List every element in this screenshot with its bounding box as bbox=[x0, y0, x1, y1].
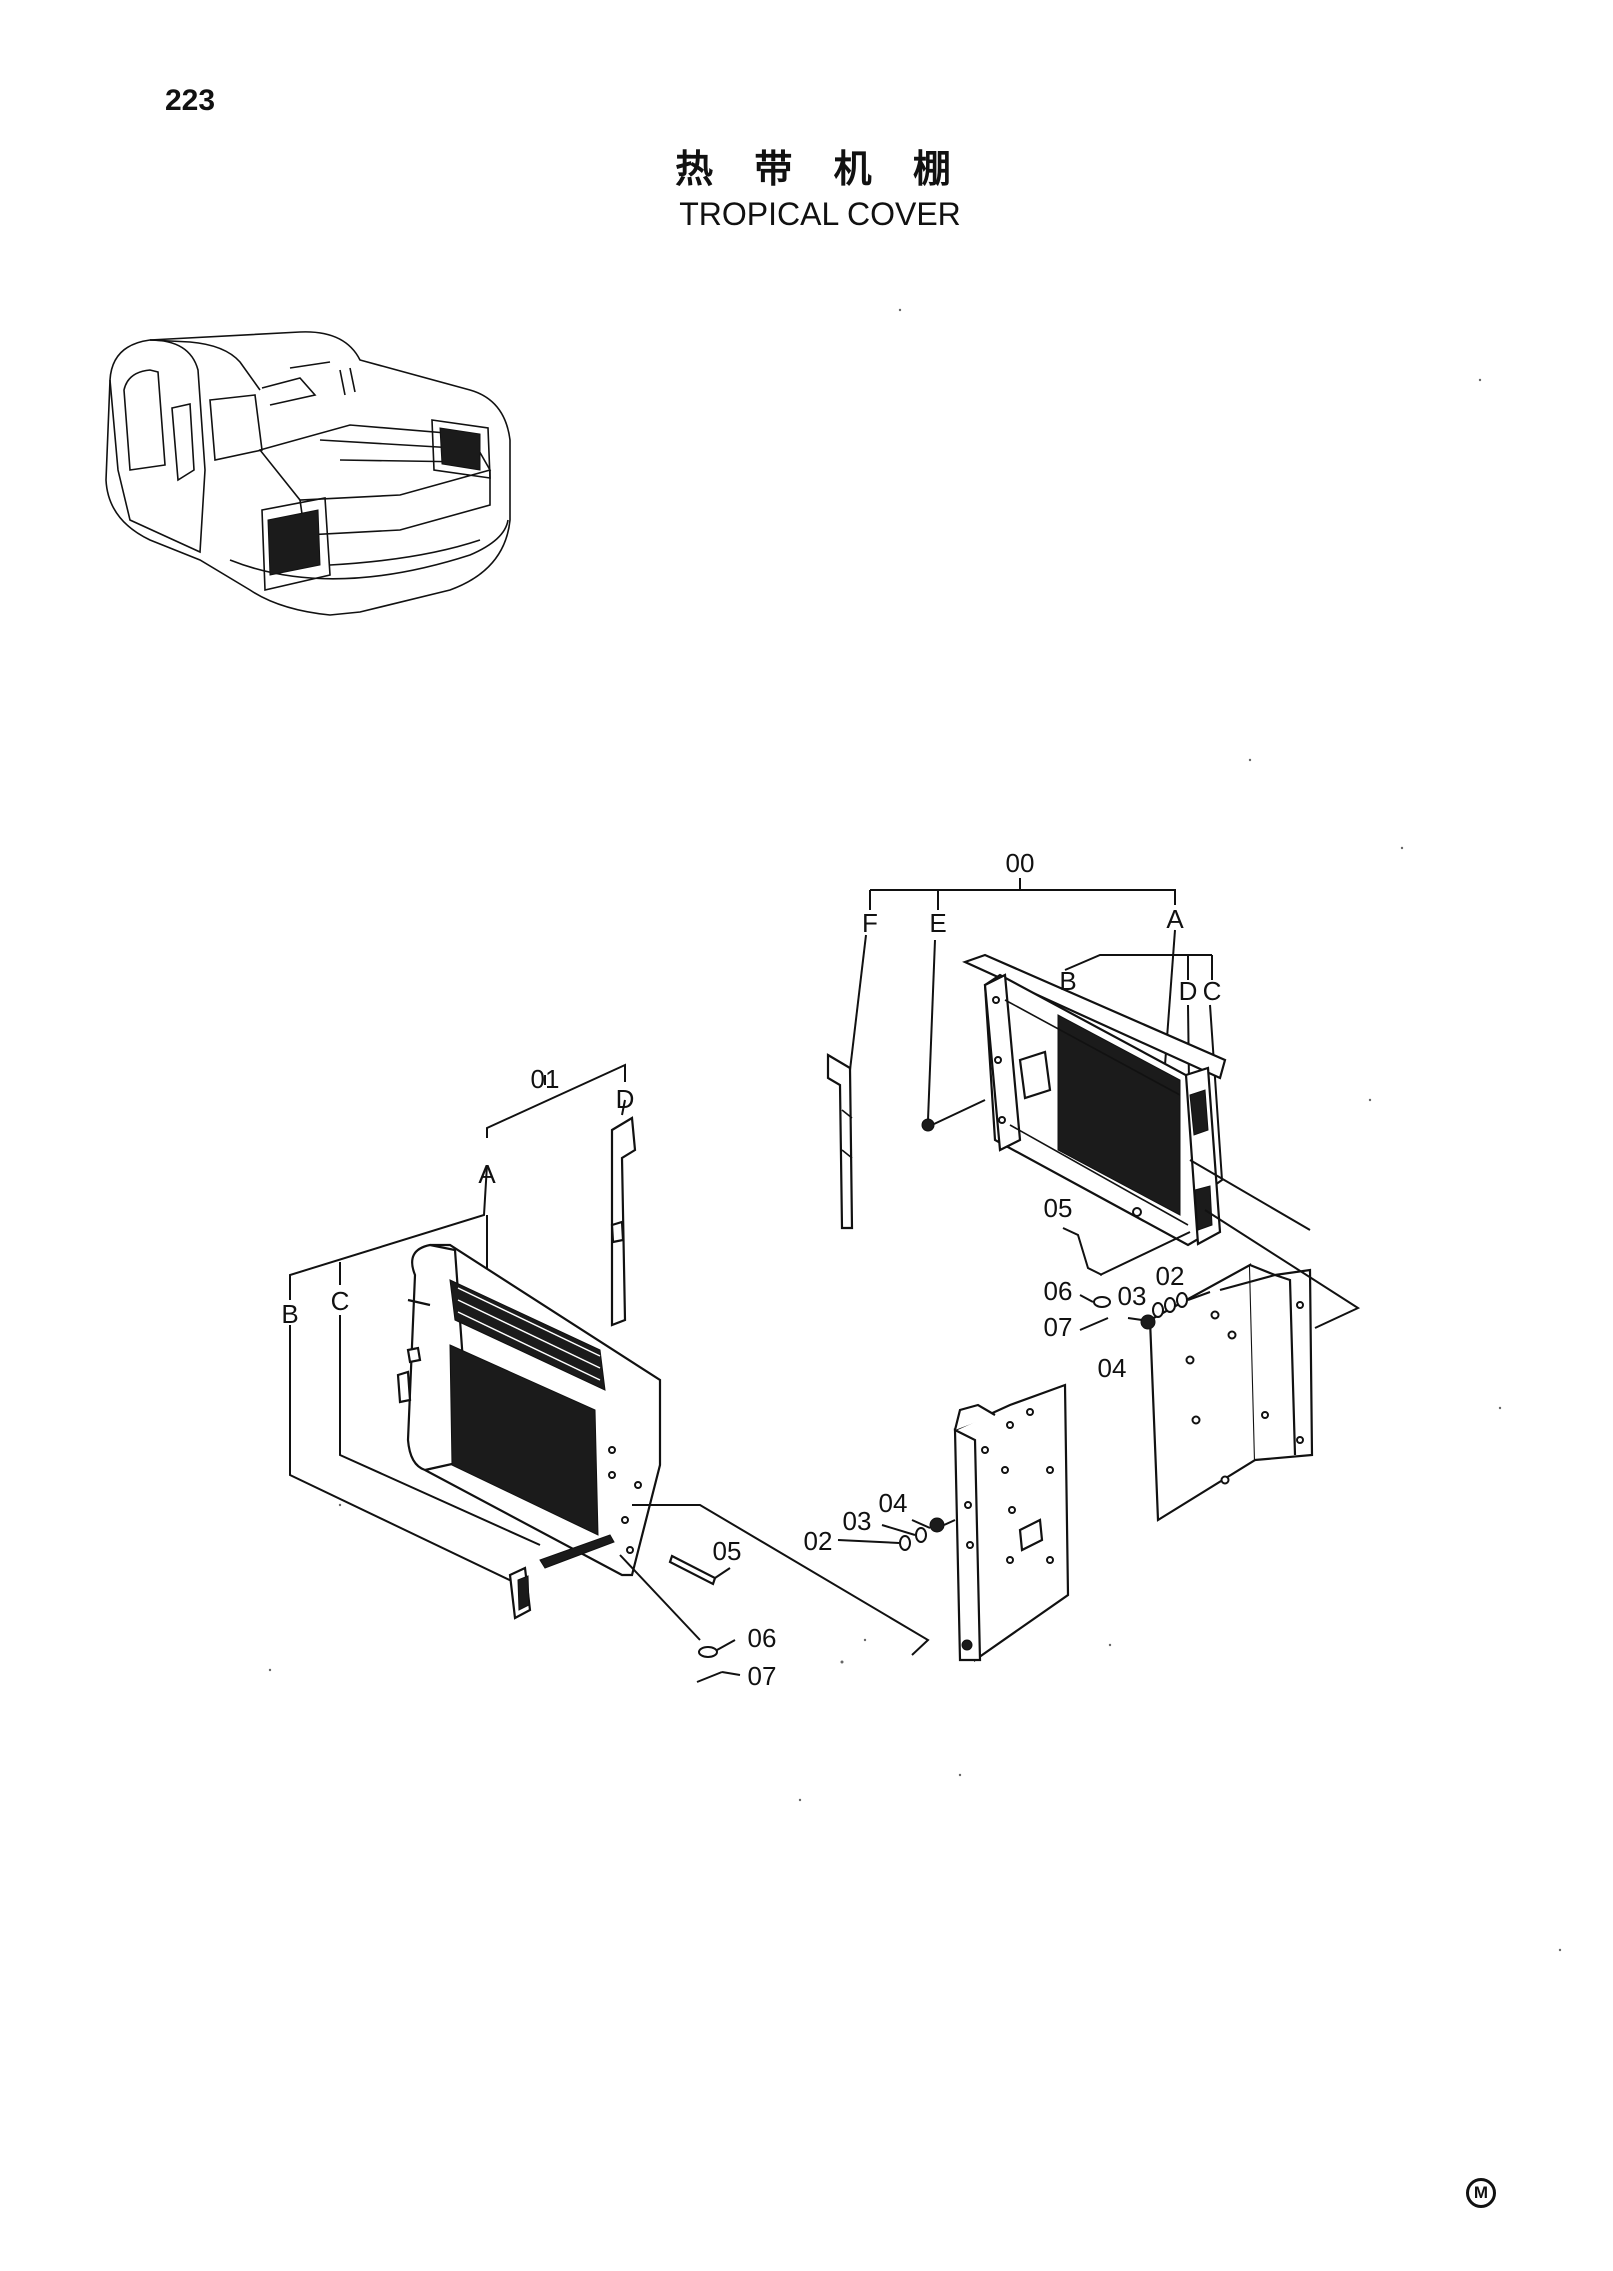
callout-right-02: 02 bbox=[1156, 1261, 1185, 1291]
callout-right-04: 04 bbox=[1098, 1353, 1127, 1383]
callout-00-c: C bbox=[1203, 976, 1222, 1006]
callout-right-05: 05 bbox=[1044, 1193, 1073, 1223]
grommet-e bbox=[921, 1099, 986, 1132]
callout-mid-02: 02 bbox=[804, 1526, 833, 1556]
seal-strip-f bbox=[826, 1053, 854, 1230]
callout-right-06: 06 bbox=[1044, 1276, 1073, 1306]
callout-00-b: B bbox=[1059, 966, 1076, 996]
callout-01-b: B bbox=[281, 1299, 298, 1329]
callout-mid-04: 04 bbox=[879, 1488, 908, 1518]
callout-00-f: F bbox=[862, 908, 878, 938]
scan-speckles bbox=[268, 308, 1562, 1952]
assembly-01-leader-lines bbox=[289, 1063, 626, 1586]
right-side-lower-panel bbox=[1148, 1159, 1361, 1522]
excavator-overview-illustration bbox=[105, 331, 511, 616]
callout-00-e: E bbox=[929, 908, 946, 938]
callout-left-07: 07 bbox=[748, 1661, 777, 1691]
seal-strip-d bbox=[610, 1099, 637, 1327]
left-hardware-group bbox=[619, 1504, 930, 1683]
left-tropical-cover-panel bbox=[396, 1243, 662, 1577]
page-title-english: TROPICAL COVER bbox=[679, 196, 961, 232]
callout-00-a: A bbox=[1166, 904, 1184, 934]
right-hardware-group bbox=[1062, 1227, 1211, 1331]
page-number: 223 bbox=[165, 84, 216, 117]
latch-and-rod bbox=[508, 1534, 615, 1620]
callout-left-06: 06 bbox=[748, 1623, 777, 1653]
callout-mid-03: 03 bbox=[843, 1506, 872, 1536]
callout-right-07: 07 bbox=[1044, 1312, 1073, 1342]
page-title-chinese: 热 带 机 棚 bbox=[675, 147, 965, 191]
callout-right-03: 03 bbox=[1118, 1281, 1147, 1311]
callout-01-a: A bbox=[478, 1159, 496, 1189]
middle-hardware-group bbox=[837, 1517, 956, 1551]
manufacturer-mark: M bbox=[1466, 2178, 1496, 2208]
callout-01-d: D bbox=[616, 1084, 635, 1114]
middle-side-panel bbox=[953, 1383, 1070, 1662]
upper-tropical-cover-panel bbox=[962, 953, 1227, 1247]
callout-01-c: C bbox=[331, 1286, 350, 1316]
callout-left-05: 05 bbox=[713, 1536, 742, 1566]
callout-01: 01 bbox=[531, 1064, 560, 1094]
callout-00: 00 bbox=[1006, 848, 1035, 878]
callout-00-d: D bbox=[1179, 976, 1198, 1006]
